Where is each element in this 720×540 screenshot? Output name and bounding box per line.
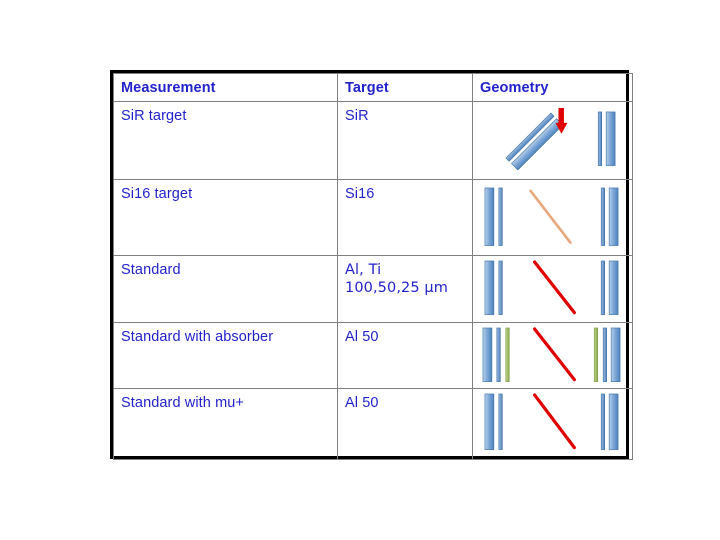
thin-detector-bar — [498, 187, 503, 246]
measurement-label: Si16 target — [121, 185, 193, 202]
measurement-label: SiR target — [121, 108, 187, 124]
thin-detector-bar — [597, 111, 602, 166]
geometry-diagram-vertical-detector-pairs-with-absorber-and-red-track — [482, 326, 621, 382]
table-row: SiR target SiR — [113, 101, 633, 180]
target-label: Si16 — [345, 185, 375, 202]
cell-measurement: Standard — [113, 255, 338, 323]
wide-detector-bar — [608, 187, 619, 246]
cell-geometry — [472, 388, 633, 460]
wide-detector-bar — [484, 187, 495, 246]
left-detector-pair — [482, 327, 510, 382]
cell-geometry — [472, 101, 633, 180]
orange-particle-track — [529, 189, 572, 244]
table-header-row: Measurement Target Geometry — [113, 73, 633, 102]
measurement-geometry-table: Measurement Target Geometry SiR target — [110, 70, 633, 460]
right-detector-pair — [593, 327, 621, 382]
left-detector-pair — [484, 393, 503, 451]
target-label: Al 50 — [345, 328, 379, 345]
column-header-geometry-label: Geometry — [480, 80, 549, 96]
column-header-target: Target — [337, 73, 473, 102]
wide-detector-bar — [482, 327, 493, 382]
geometry-diagram-tilted-detector-pair-with-beam-arrow — [505, 107, 616, 171]
right-detector-pair — [600, 187, 619, 246]
left-detector-pair — [484, 187, 503, 246]
tilted-detector-pair — [505, 112, 564, 171]
cell-target: Al 50 — [337, 321, 473, 390]
cell-measurement: SiR target — [113, 101, 338, 180]
column-header-geometry: Geometry — [472, 73, 633, 102]
cell-target: Al, Ti 100,50,25 μm — [337, 255, 473, 323]
red-particle-track — [533, 326, 576, 381]
cell-measurement: Standard with absorber — [113, 321, 338, 390]
column-header-measurement-label: Measurement — [121, 80, 216, 96]
cell-target: SiR — [337, 101, 473, 180]
geometry-diagram-vertical-detector-pairs-with-red-track — [484, 393, 619, 451]
wide-detector-bar — [608, 260, 619, 315]
cell-geometry — [472, 255, 633, 323]
cell-measurement: Standard with mu+ — [113, 388, 338, 460]
absorber-bar — [593, 327, 599, 382]
cell-target: Si16 — [337, 178, 473, 257]
thin-detector-bar — [600, 393, 605, 451]
thin-detector-bar — [600, 187, 605, 246]
measurement-label: Standard with mu+ — [121, 395, 245, 412]
cell-measurement: Si16 target — [113, 178, 338, 257]
left-detector-pair — [484, 260, 503, 315]
red-particle-track — [533, 393, 576, 450]
table-row: Standard Al, Ti 100,50,25 μm — [113, 255, 633, 323]
table-row: Si16 target Si16 — [113, 178, 633, 257]
measurement-label: Standard — [121, 262, 181, 279]
thin-detector-bar — [600, 260, 605, 315]
column-header-measurement: Measurement — [113, 73, 338, 102]
column-header-target-label: Target — [345, 80, 389, 96]
right-detector-pair — [597, 111, 616, 166]
wide-detector-bar — [605, 111, 616, 166]
thin-detector-bar — [498, 393, 503, 451]
geometry-diagram-vertical-detector-pairs-with-red-track — [484, 260, 619, 315]
wide-detector-bar — [610, 327, 621, 382]
measurement-label: Standard with absorber — [121, 328, 274, 345]
target-label: Al, Ti 100,50,25 μm — [345, 262, 448, 296]
right-detector-pair — [600, 393, 619, 451]
geometry-diagram-vertical-detector-pairs-with-orange-track — [484, 187, 619, 246]
wide-detector-bar — [608, 393, 619, 451]
wide-detector-bar — [484, 260, 495, 315]
right-detector-pair — [600, 260, 619, 315]
cell-target: Al 50 — [337, 388, 473, 460]
cell-geometry — [472, 178, 633, 257]
cell-geometry — [472, 321, 633, 390]
thin-detector-bar — [602, 327, 607, 382]
red-particle-track — [533, 260, 576, 315]
wide-detector-bar — [484, 393, 495, 451]
thin-detector-bar — [496, 327, 501, 382]
table-row: Standard with absorber Al 50 — [113, 321, 633, 390]
thin-detector-bar — [505, 112, 555, 162]
table-row: Standard with mu+ Al 50 — [113, 388, 633, 460]
target-label: SiR — [345, 108, 369, 124]
absorber-bar — [505, 327, 510, 382]
target-label: Al 50 — [345, 395, 379, 412]
beam-arrow-icon — [555, 107, 568, 134]
thin-detector-bar — [498, 260, 503, 315]
